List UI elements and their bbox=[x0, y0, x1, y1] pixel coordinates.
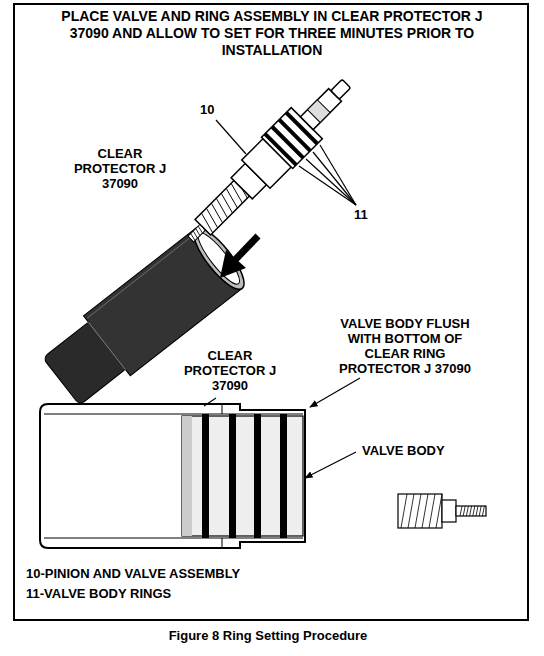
leader-line bbox=[216, 120, 356, 205]
protector-section bbox=[40, 404, 305, 548]
stroke-detail bbox=[470, 506, 472, 516]
stroke-detail bbox=[408, 494, 414, 528]
stroke-detail bbox=[202, 208, 222, 228]
title-note: PLACE VALVE AND RING ASSEMBLY IN CLEAR P… bbox=[44, 8, 500, 59]
valve-body-section bbox=[280, 414, 287, 538]
callout-number: 10 bbox=[198, 102, 216, 117]
clear-protector bbox=[186, 221, 252, 296]
pinion-sketch bbox=[442, 500, 456, 522]
stroke-detail bbox=[479, 506, 481, 516]
protector-section bbox=[44, 538, 303, 539]
leader-line bbox=[216, 120, 246, 154]
stroke-detail bbox=[197, 213, 217, 233]
pinion-valve-assembly bbox=[307, 100, 330, 123]
stroke-detail bbox=[436, 494, 442, 528]
insert-arrow bbox=[220, 236, 258, 278]
protector-section bbox=[222, 404, 223, 414]
clear-protector bbox=[88, 322, 125, 369]
pinion-sketch bbox=[398, 494, 486, 528]
legend-text: 11-VALVE BODY RINGS bbox=[24, 586, 173, 601]
valve-body-section bbox=[182, 416, 192, 536]
valve-body-section bbox=[254, 414, 261, 538]
pinion-sketch bbox=[401, 494, 442, 528]
pinion-valve-assembly bbox=[331, 79, 351, 99]
protector-section bbox=[40, 404, 305, 548]
clear-protector bbox=[88, 233, 197, 318]
pinion-sketch bbox=[460, 506, 484, 516]
pinion-valve-assembly bbox=[175, 68, 362, 255]
leader-line bbox=[305, 452, 356, 478]
valve-body-section bbox=[202, 414, 209, 538]
legend-text: 10-PINION AND VALVE ASSEMBLY bbox=[24, 566, 242, 581]
stroke-detail bbox=[466, 506, 468, 516]
insert-arrow bbox=[220, 250, 246, 278]
leader-line bbox=[313, 152, 356, 205]
leader-line bbox=[204, 398, 216, 406]
stroke-detail bbox=[482, 506, 484, 516]
note-label: VALVE BODY FLUSH WITH BOTTOM OF CLEAR RI… bbox=[328, 316, 482, 376]
leader-line bbox=[310, 378, 360, 407]
stroke-detail bbox=[212, 198, 232, 218]
part-label: VALVE BODY bbox=[360, 443, 447, 458]
stroke-detail bbox=[476, 506, 478, 516]
stroke-detail bbox=[207, 203, 227, 223]
stroke-detail bbox=[463, 506, 465, 516]
pinion-sketch bbox=[456, 506, 486, 516]
stroke-detail bbox=[217, 193, 237, 213]
stroke-detail bbox=[415, 494, 421, 528]
protector-section bbox=[44, 414, 303, 415]
leader-line bbox=[320, 145, 356, 205]
protector-section bbox=[222, 538, 223, 548]
leader-line bbox=[306, 159, 356, 205]
valve-body-section bbox=[182, 414, 303, 538]
stroke-detail bbox=[460, 506, 462, 516]
stroke-detail bbox=[473, 506, 475, 516]
valve-body-section bbox=[229, 414, 236, 538]
stroke-detail bbox=[429, 494, 435, 528]
leader-line bbox=[299, 166, 356, 205]
stroke-detail bbox=[422, 494, 428, 528]
stroke-detail bbox=[222, 188, 242, 208]
callout-number: 11 bbox=[352, 207, 370, 222]
leader-line bbox=[204, 378, 360, 478]
stroke-detail bbox=[401, 494, 407, 528]
figure-caption: Figure 8 Ring Setting Procedure bbox=[0, 628, 540, 643]
pinion-sketch bbox=[398, 494, 442, 528]
figure-frame bbox=[14, 4, 528, 620]
insert-arrow bbox=[234, 236, 258, 261]
part-label: CLEAR PROTECTOR J 37090 bbox=[66, 146, 174, 191]
part-label: CLEAR PROTECTOR J 37090 bbox=[176, 348, 284, 393]
